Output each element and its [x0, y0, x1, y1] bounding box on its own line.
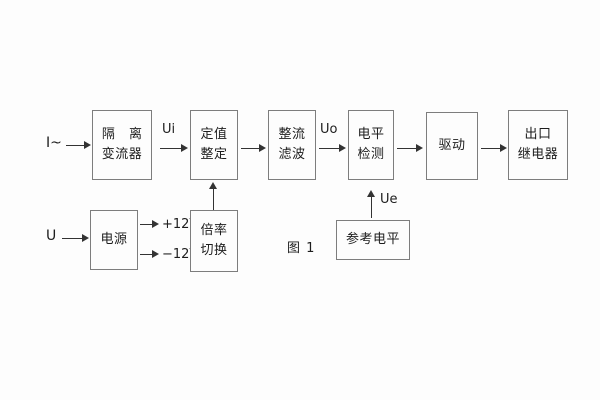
connector-voltage-to-power — [62, 238, 84, 239]
ui-signal-label: Ui — [162, 122, 176, 137]
connector-rail-positive — [140, 224, 154, 225]
connector-reference-to-level — [371, 196, 372, 218]
multiplier-switch-block: 倍率 切换 — [190, 210, 238, 272]
setpoint-adjust-block: 定值 整定 — [190, 110, 238, 180]
output-relay-line2: 继电器 — [517, 147, 559, 162]
arrow-driver-to-relay-icon — [500, 144, 507, 152]
arrow-rectify-to-level-icon — [339, 144, 346, 152]
reference-level-line1: 参考电平 — [345, 231, 400, 247]
arrow-setpoint-to-rectify-icon — [259, 144, 266, 152]
uo-signal-label: Uo — [320, 122, 338, 137]
setpoint-adjust-line2: 整定 — [200, 147, 228, 162]
arrow-level-to-driver-icon — [416, 144, 423, 152]
driver-line1: 驱动 — [438, 137, 466, 153]
rectify-filter-line2: 滤波 — [278, 147, 306, 162]
multiplier-switch-line1: 倍率 — [200, 222, 228, 238]
arrow-multiplier-to-setpoint-icon — [209, 182, 217, 189]
output-relay-line1: 出口 — [524, 126, 552, 142]
rectify-filter-block: 整流 滤波 — [268, 110, 316, 180]
connector-rectify-to-level — [319, 148, 341, 149]
isolation-transformer-line2: 变流器 — [101, 147, 143, 162]
isolation-transformer-line1: 隔 离 — [101, 126, 148, 142]
arrow-current-to-isolation-icon — [84, 141, 91, 149]
ue-signal-label: Ue — [380, 192, 398, 207]
connector-level-to-driver — [397, 148, 418, 149]
level-detect-block: 电平 检测 — [348, 110, 394, 180]
power-supply-line1: 电源 — [100, 231, 128, 247]
arrow-isolation-to-setpoint-icon — [181, 144, 188, 152]
multiplier-switch-line2: 切换 — [200, 243, 228, 258]
level-detect-line2: 检测 — [357, 147, 385, 162]
arrow-voltage-to-power-icon — [82, 234, 89, 242]
connector-multiplier-to-setpoint — [213, 188, 214, 210]
arrow-rail-positive-icon — [152, 220, 159, 228]
setpoint-adjust-line1: 定值 — [200, 126, 228, 142]
figure-caption: 图 1 — [287, 241, 316, 256]
connector-current-to-isolation — [66, 145, 86, 146]
connector-setpoint-to-rectify — [241, 148, 261, 149]
connector-isolation-to-setpoint — [160, 148, 183, 149]
arrow-rail-negative-icon — [152, 250, 159, 258]
reference-level-block: 参考电平 — [336, 220, 410, 260]
rail-positive-label: +12V — [162, 217, 199, 232]
output-relay-block: 出口 继电器 — [508, 110, 568, 180]
driver-block: 驱动 — [426, 112, 478, 180]
voltage-input-label: U — [46, 228, 57, 244]
power-supply-block: 电源 — [90, 210, 138, 270]
rail-negative-label: −12V — [162, 247, 199, 262]
rectify-filter-line1: 整流 — [278, 126, 306, 142]
connector-driver-to-relay — [481, 148, 502, 149]
current-input-label: I~ — [46, 135, 62, 151]
level-detect-line1: 电平 — [357, 126, 385, 142]
isolation-transformer-block: 隔 离 变流器 — [92, 110, 152, 180]
connector-rail-negative — [140, 254, 154, 255]
arrow-reference-to-level-icon — [367, 190, 375, 197]
